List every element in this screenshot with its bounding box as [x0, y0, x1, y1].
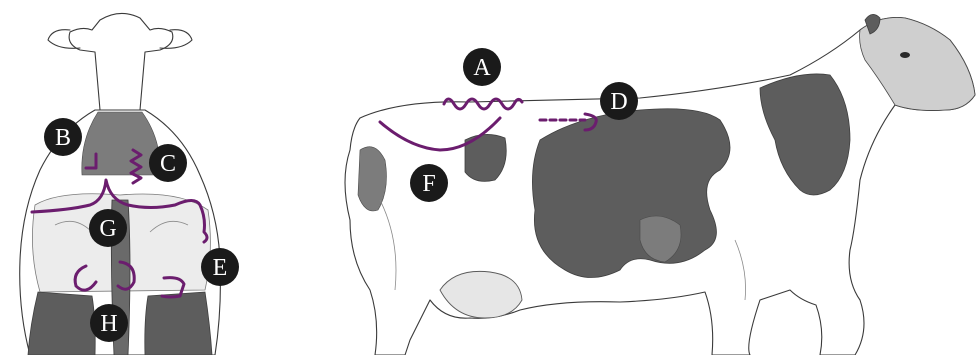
badge-f-label: F — [422, 171, 435, 197]
badge-e-label: E — [213, 255, 228, 281]
rear-right-leg — [145, 292, 212, 355]
badge-h: H — [90, 304, 128, 342]
badge-c: C — [149, 144, 187, 182]
badge-e: E — [201, 248, 239, 286]
badge-a: A — [463, 48, 501, 86]
badge-a-label: A — [473, 55, 491, 81]
rear-left-leg — [28, 292, 95, 355]
badge-g: G — [89, 209, 127, 247]
rear-view-cow — [20, 13, 221, 355]
badge-h-label: H — [100, 311, 117, 337]
rear-right-ear — [160, 30, 192, 49]
badge-d-label: D — [610, 89, 627, 115]
side-patch-barrel — [532, 109, 730, 278]
badge-b: B — [44, 118, 82, 156]
side-head — [860, 18, 975, 111]
badge-c-label: C — [160, 151, 176, 177]
badge-f: F — [410, 164, 448, 202]
side-patch-shoulder — [760, 74, 850, 195]
rear-head-neck — [69, 13, 173, 110]
side-fore-leg-line — [735, 240, 746, 300]
marker-loin-wave-a — [444, 99, 522, 109]
side-eye — [900, 52, 910, 58]
badge-b-label: B — [55, 125, 71, 151]
side-hind-leg-line — [380, 200, 396, 290]
rear-back-patch — [82, 112, 160, 175]
badge-g-label: G — [99, 216, 116, 242]
rear-left-ear — [48, 30, 80, 49]
side-patch-rump — [358, 147, 386, 211]
badge-d: D — [600, 82, 638, 120]
side-udder — [440, 271, 522, 318]
